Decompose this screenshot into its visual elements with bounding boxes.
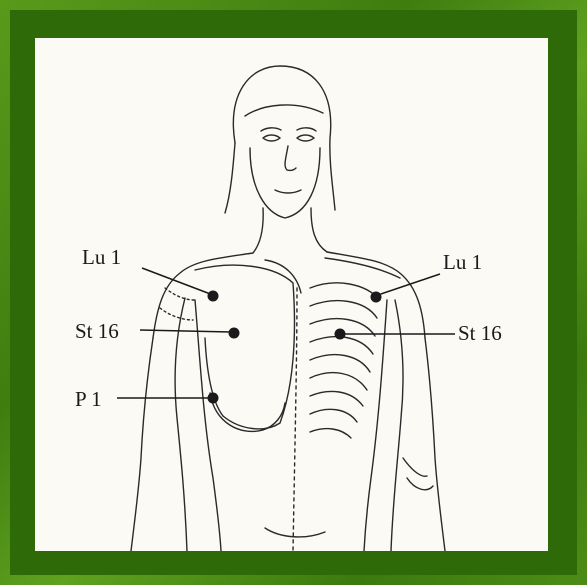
point-lu1-right [371,292,382,303]
hair-left [225,143,235,213]
acupoint-diagram: Lu 1 St 16 P 1 Lu 1 St 16 [35,38,548,551]
body-outline-drawing [35,38,548,551]
point-p1 [208,393,219,404]
label-st16-right: St 16 [458,321,502,346]
pointer-line-lu1-right [375,274,440,296]
label-lu1-right: Lu 1 [443,250,482,275]
hairline [245,105,323,116]
point-lu1-left [208,291,219,302]
label-p1: P 1 [75,387,102,412]
pointer-line-lu1-left [142,268,213,295]
hair-right [233,66,335,210]
label-lu1-left: Lu 1 [82,245,121,270]
point-st16-right [335,329,346,340]
point-st16-left [229,328,240,339]
label-st16-left: St 16 [75,319,119,344]
